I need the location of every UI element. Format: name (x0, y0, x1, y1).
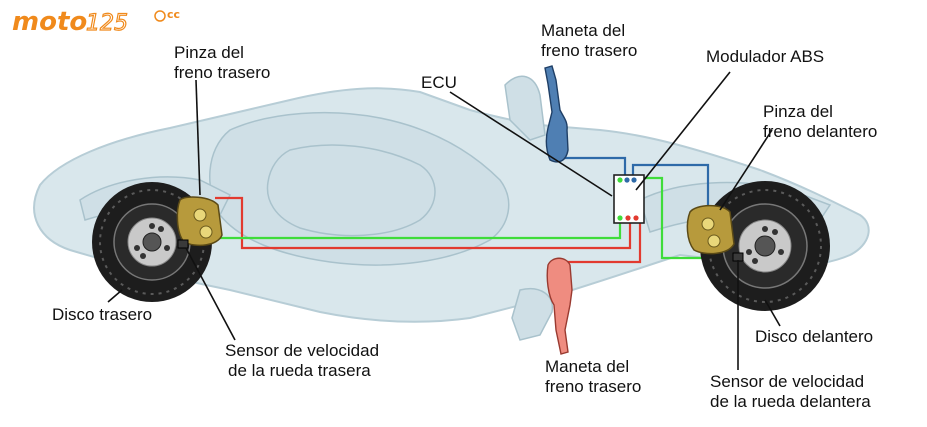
label-maneta-top-l1: Maneta del (541, 21, 625, 40)
label-pinza-trasero-l1: Pinza del (174, 43, 244, 62)
logo-suffix: cc (167, 8, 180, 21)
label-sensor-trasero-l1: Sensor de velocidad (225, 341, 379, 360)
label-ecu: ECU (421, 73, 457, 92)
leader-modulador (635, 71, 731, 191)
leader-disco-delantero (764, 299, 781, 327)
label-pinza-delantero-l2: freno delantero (763, 122, 877, 141)
rear-speed-sensor-icon (177, 239, 189, 249)
leader-pinza-delantero (719, 129, 773, 211)
leader-disco-trasero (107, 289, 123, 303)
label-sensor-delantero-l1: Sensor de velocidad (710, 372, 864, 391)
label-disco-trasero: Disco trasero (52, 305, 152, 324)
top-lever-brake-line (565, 156, 627, 178)
bottom-brake-lever-icon (546, 257, 573, 355)
leader-ecu (449, 91, 613, 197)
leader-lines (107, 71, 781, 370)
front-disc-icon (700, 181, 830, 311)
abs-modulator-icon (613, 174, 645, 224)
logo-number: 125 (86, 11, 128, 36)
leader-sensor-trasero (185, 247, 236, 341)
top-brake-lever-icon (544, 65, 569, 163)
labels: Pinza del freno trasero Disco trasero Se… (52, 21, 877, 411)
logo-dot-icon (154, 10, 166, 22)
leader-pinza-trasero (195, 79, 201, 196)
front-brake-line (631, 163, 710, 205)
front-caliper-icon (686, 204, 735, 255)
site-logo: moto 125 cc (12, 7, 180, 37)
front-speed-sensor-icon (732, 252, 744, 262)
rear-caliper-icon (176, 196, 223, 247)
logo-text: moto (12, 7, 87, 37)
label-pinza-trasero-l2: freno trasero (174, 63, 270, 82)
label-maneta-top-l2: freno trasero (541, 41, 637, 60)
rear-brake-line (215, 196, 632, 250)
bottom-lever-brake-line (565, 222, 642, 264)
label-maneta-bottom-l2: freno trasero (545, 377, 641, 396)
label-modulador: Modulador ABS (706, 47, 824, 66)
label-sensor-delantero-l2: de la rueda delantera (710, 392, 871, 411)
label-disco-delantero: Disco delantero (755, 327, 873, 346)
label-sensor-trasero-l2: de la rueda trasera (228, 361, 371, 380)
label-pinza-delantero-l1: Pinza del (763, 102, 833, 121)
label-maneta-bottom-l1: Maneta del (545, 357, 629, 376)
